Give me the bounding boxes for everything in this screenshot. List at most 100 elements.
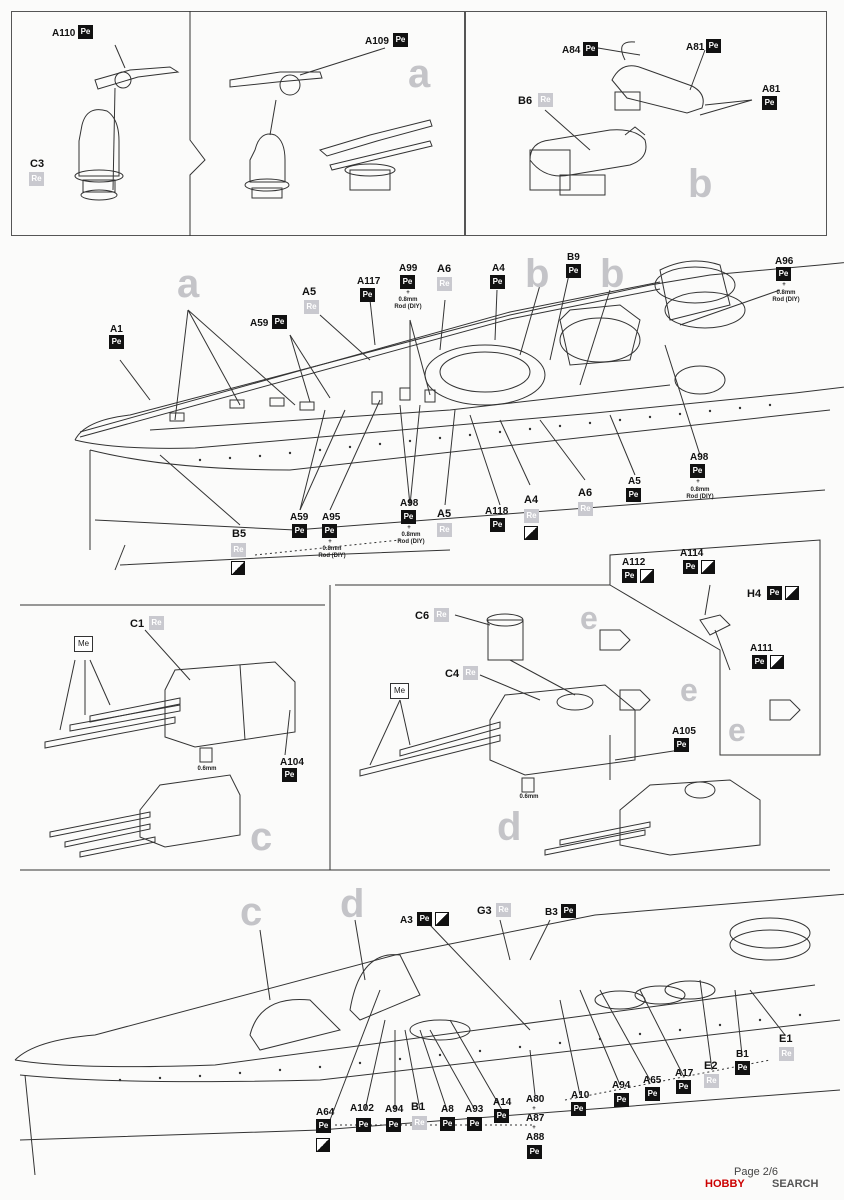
tag-re: Re <box>779 1047 794 1061</box>
part-a64: A64 <box>316 1107 335 1118</box>
step-c-hull-label: c <box>240 890 263 934</box>
note-plus: + <box>407 525 411 531</box>
tag-pe: Pe <box>676 1080 691 1094</box>
part-a5: A5 <box>302 286 317 298</box>
part-a4: A4 <box>524 494 539 506</box>
tag-re: Re <box>437 277 452 291</box>
part-b1: B1 <box>736 1049 749 1060</box>
step-b-hull-label-1: b <box>525 252 550 296</box>
tag-pe: Pe <box>401 510 416 524</box>
tag-pe: Pe <box>316 1119 331 1133</box>
part-a65: A65 <box>643 1075 662 1086</box>
part-e2: E2 <box>704 1060 718 1072</box>
part-a17: A17 <box>675 1068 694 1079</box>
part-e1: E1 <box>779 1033 793 1045</box>
note-wire: 0.6mm <box>197 766 217 772</box>
note-plus: + <box>782 282 786 288</box>
step-a-label: a <box>408 52 431 96</box>
watermark-brand: HOBBY <box>705 1178 745 1190</box>
part-a105: A105 <box>672 726 696 737</box>
part-a81: A81 <box>686 42 705 53</box>
tag-pe: Pe <box>690 464 705 478</box>
part-c3: C3 <box>30 158 45 170</box>
part-a95: A95 <box>322 512 341 523</box>
tag-re: Re <box>578 502 593 516</box>
tag-me: Me <box>74 636 93 652</box>
part-a109: A109 <box>365 36 389 47</box>
part-a111: A111 <box>750 643 773 654</box>
page-number: Page 2/6 <box>734 1166 779 1178</box>
part-a98: A98 <box>400 498 419 509</box>
tag-pe: Pe <box>626 488 641 502</box>
paint-chip <box>435 912 449 926</box>
tag-re: Re <box>412 1116 427 1130</box>
watermark-suffix: SEARCH <box>772 1178 819 1190</box>
step-d-label: d <box>497 805 522 849</box>
step-c-label: c <box>250 815 273 859</box>
tag-pe: Pe <box>622 569 637 583</box>
part-c4: C4 <box>445 668 460 680</box>
part-a104: A104 <box>280 757 304 768</box>
step-a-hull-label: a <box>177 262 200 306</box>
tag-pe: Pe <box>393 33 408 47</box>
part-b5: B5 <box>232 528 247 540</box>
tag-pe: Pe <box>571 1102 586 1116</box>
part-a96: A96 <box>775 256 794 267</box>
tag-pe: Pe <box>78 25 93 39</box>
part-a59: A59 <box>290 512 309 523</box>
part-a118: A118 <box>485 506 509 517</box>
note-rod: 0.8mm Rod (DIY) <box>397 532 425 545</box>
part-a59: A59 <box>250 318 269 329</box>
part-a80: A80 <box>526 1094 545 1105</box>
note-plus: + <box>328 539 332 545</box>
note-wire: 0.6mm <box>519 794 539 800</box>
part-a94: A94 <box>385 1104 404 1115</box>
tag-pe: Pe <box>583 42 598 56</box>
tag-pe: Pe <box>360 288 375 302</box>
part-b6: B6 <box>518 95 533 107</box>
tag-pe: Pe <box>683 560 698 574</box>
part-a4: A4 <box>492 263 505 274</box>
step-e-label-3: e <box>728 712 746 748</box>
paint-chip <box>640 569 654 583</box>
tag-pe: Pe <box>566 264 581 278</box>
note-rod: 0.8mm Rod (DIY) <box>318 546 346 559</box>
tag-pe: Pe <box>356 1118 371 1132</box>
tag-re: Re <box>524 509 539 523</box>
tag-re: Re <box>496 903 511 917</box>
note-plus: + <box>532 1106 536 1112</box>
paint-chip <box>231 561 245 575</box>
note-plus: + <box>696 479 700 485</box>
tag-pe: Pe <box>490 518 505 532</box>
tag-pe: Pe <box>490 275 505 289</box>
panel-step-a <box>11 11 465 236</box>
tag-re: Re <box>231 543 246 557</box>
tag-pe: Pe <box>386 1118 401 1132</box>
tag-pe: Pe <box>292 524 307 538</box>
paint-chip <box>701 560 715 574</box>
part-c6: C6 <box>415 610 430 622</box>
note-rod: 0.8mm Rod (DIY) <box>394 297 422 310</box>
tag-pe: Pe <box>752 655 767 669</box>
tag-re: Re <box>463 666 478 680</box>
part-a98: A98 <box>690 452 709 463</box>
part-a88: A88 <box>526 1132 545 1143</box>
part-a6: A6 <box>578 487 593 499</box>
note-rod: 0.8mm Rod (DIY) <box>772 290 800 303</box>
tag-pe: Pe <box>322 524 337 538</box>
tag-re: Re <box>437 523 452 537</box>
paint-chip <box>770 655 784 669</box>
note-rod: 0.8mm Rod (DIY) <box>686 487 714 500</box>
part-a1: A1 <box>110 324 123 335</box>
tag-re: Re <box>149 616 164 630</box>
part-a3: A3 <box>400 915 413 926</box>
tag-pe: Pe <box>440 1117 455 1131</box>
paint-chip <box>316 1138 330 1152</box>
part-g3: G3 <box>477 905 492 917</box>
part-a110: A110 <box>52 28 76 39</box>
tag-pe: Pe <box>674 738 689 752</box>
tag-pe: Pe <box>527 1145 542 1159</box>
part-a14: A14 <box>493 1097 512 1108</box>
part-a102: A102 <box>350 1103 374 1114</box>
